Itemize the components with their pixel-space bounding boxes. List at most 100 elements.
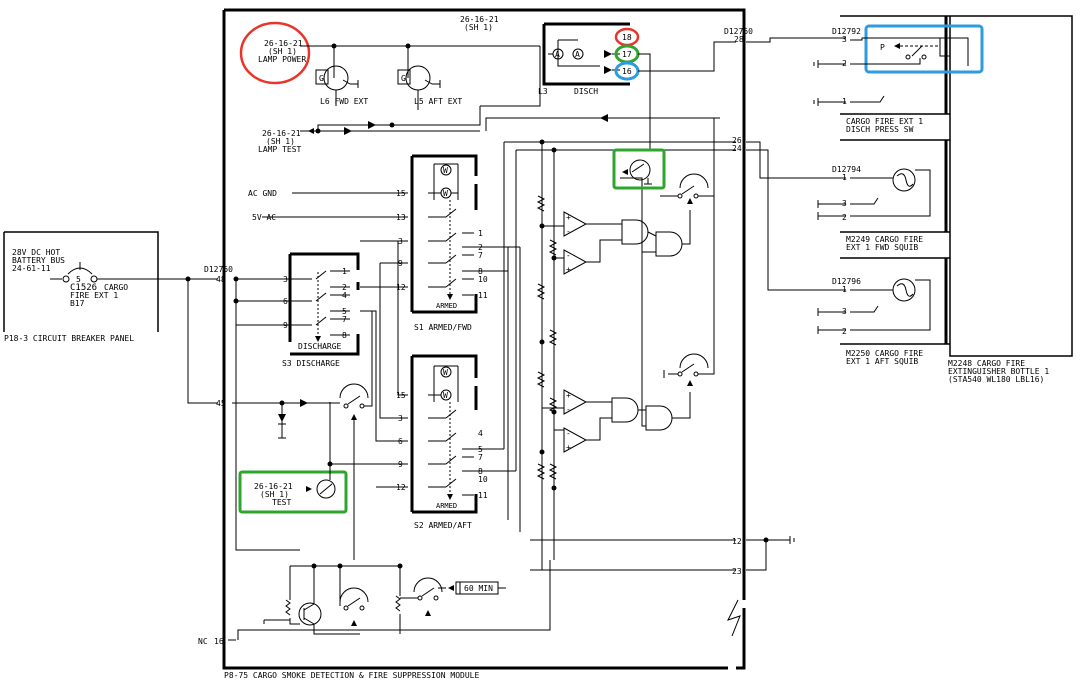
breaker-pin: 5 <box>76 275 81 284</box>
l5-aft-ext-lamp: G <box>397 46 441 110</box>
aft-squib-pin-2: 2 <box>842 327 847 336</box>
svg-text:W: W <box>443 166 448 175</box>
s3-pin-9: 9 <box>283 321 288 330</box>
breaker-bus-2: BATTERY BUS <box>12 256 65 265</box>
disch-label: DISCH <box>574 87 598 96</box>
timer-label: 60 MIN <box>464 584 493 593</box>
svg-text:+: + <box>566 443 571 452</box>
lamp-test-1: 26-16-21 <box>262 129 301 138</box>
ac-gnd-label: AC GND <box>248 189 277 198</box>
s3-pin-7: 7 <box>342 315 347 324</box>
svg-text:W: W <box>443 189 448 198</box>
pin-23: 23 <box>732 567 742 576</box>
circuit-breaker-panel: 28V DC HOT BATTERY BUS 24-61-11 5 C1526 … <box>3 231 159 343</box>
pin-12: 12 <box>732 537 742 546</box>
fwd-squib-label-2: EXT 1 FWD SQUIB <box>846 243 918 252</box>
press-label-2: DISCH PRESS SW <box>846 125 914 134</box>
s1-pin-1: 1 <box>478 229 483 238</box>
press-pin-3: 3 <box>842 35 847 44</box>
breaker-cargo: CARGO <box>104 283 128 292</box>
svg-text:-: - <box>566 429 571 438</box>
breaker-id: C1526 <box>70 283 97 293</box>
s1-label: S1 ARMED/FWD <box>414 323 472 332</box>
s2-inner: ARMED <box>436 502 457 510</box>
aft-squib-label-2: EXT 1 AFT SQUIB <box>846 357 918 366</box>
s1-pin-13: 13 <box>396 213 406 222</box>
bottle-label-2: EXTINGUISHER BOTTLE 1 <box>948 367 1049 376</box>
lamp-power-3: LAMP POWER <box>258 55 306 64</box>
disch-l3: L3 <box>538 87 548 96</box>
press-switch-block <box>840 15 1073 357</box>
svg-text:W: W <box>443 391 448 400</box>
pin-45: 45 <box>216 399 226 408</box>
disch-pin-18: 18 <box>622 33 632 42</box>
pin-48: 48 <box>216 275 226 284</box>
lamp-test-2: (SH 1) <box>266 137 295 146</box>
test-ref-3: TEST <box>272 498 291 507</box>
module-ref-2: (SH 1) <box>464 23 493 32</box>
nc-pin: 16 <box>214 637 224 646</box>
svg-text:A: A <box>575 50 580 59</box>
breaker-b17: B17 <box>70 299 85 308</box>
relay-contact <box>622 159 652 185</box>
s3-pin-2: 2 <box>342 283 347 292</box>
press-p-label: P <box>880 43 885 52</box>
breaker-fire-ext: FIRE EXT 1 <box>70 291 118 300</box>
s1-pin-11: 11 <box>478 291 488 300</box>
test-ref-2: (SH 1) <box>260 490 289 499</box>
breaker-bus-1: 28V DC HOT <box>12 248 60 257</box>
s3-pin-8: 8 <box>342 331 347 340</box>
upper-relay <box>660 118 715 204</box>
s2-pin-11: 11 <box>478 491 488 500</box>
svg-text:+: + <box>566 265 571 274</box>
v5-ac-label: 5V AC <box>252 213 276 222</box>
s3-pin-3: 3 <box>283 275 288 284</box>
test-ref-1: 26-16-21 <box>254 482 293 491</box>
press-label-1: CARGO FIRE EXT 1 <box>846 117 923 126</box>
svg-text:W: W <box>443 368 448 377</box>
timer-circuit <box>263 563 506 635</box>
breaker-panel-label: P18-3 CIRCUIT BREAKER PANEL <box>4 334 134 343</box>
fwd-ext-label: L6 FWD EXT <box>320 97 368 106</box>
svg-text:+: + <box>566 213 571 222</box>
svg-text:G: G <box>401 74 406 83</box>
s2-pin-4: 4 <box>478 429 483 438</box>
disch-lamp: A A <box>480 22 630 107</box>
lamp-test-3: LAMP TEST <box>258 145 302 154</box>
svg-text:-: - <box>566 405 571 414</box>
s1-pin-7: 7 <box>478 251 483 260</box>
svg-text:G: G <box>319 74 324 83</box>
fwd-squib-pin-2: 2 <box>842 213 847 222</box>
module-ref-1: 26-16-21 <box>460 15 499 24</box>
fwd-squib-label-1: M2249 CARGO FIRE <box>846 235 923 244</box>
s1-pin-15: 15 <box>396 189 406 198</box>
test-highlight <box>238 470 348 514</box>
d12760-right: D12760 <box>724 27 753 36</box>
s3-inner: DISCHARGE <box>298 342 342 351</box>
bottle-label-1: M2248 CARGO FIRE <box>948 359 1025 368</box>
pin-24: 24 <box>732 144 742 153</box>
s3-pin-1: 1 <box>342 267 347 276</box>
bottle-label-3: (STA540 WL180 LBL16) <box>948 375 1044 384</box>
svg-text:-: - <box>566 227 571 236</box>
lamp-power-2: (SH 1) <box>268 47 297 56</box>
s2-label: S2 ARMED/AFT <box>414 521 472 530</box>
aft-squib-conn: D12796 <box>832 277 861 286</box>
svg-text:+: + <box>566 391 571 400</box>
d12760-left: D12760 <box>204 265 233 274</box>
module-label: P8-75 CARGO SMOKE DETECTION & FIRE SUPPR… <box>224 671 479 680</box>
svg-text:-: - <box>566 251 571 260</box>
press-switch-highlight <box>864 24 984 74</box>
lamp-power-1: 26-16-21 <box>264 39 303 48</box>
aft-ext-label: L5 AFT EXT <box>414 97 462 106</box>
pin-28: 28 <box>734 35 744 44</box>
s3-label: S3 DISCHARGE <box>282 359 340 368</box>
s1-inner: ARMED <box>436 302 457 310</box>
pin-26: 26 <box>732 136 742 145</box>
s2-armed-aft-switch: W W <box>410 354 478 514</box>
relay-highlight <box>612 148 666 190</box>
fwd-squib-conn: D12794 <box>832 165 861 174</box>
disch-pin-17: 17 <box>622 50 632 59</box>
s2-pin-7: 7 <box>478 453 483 462</box>
nc-label: NC <box>198 637 208 646</box>
